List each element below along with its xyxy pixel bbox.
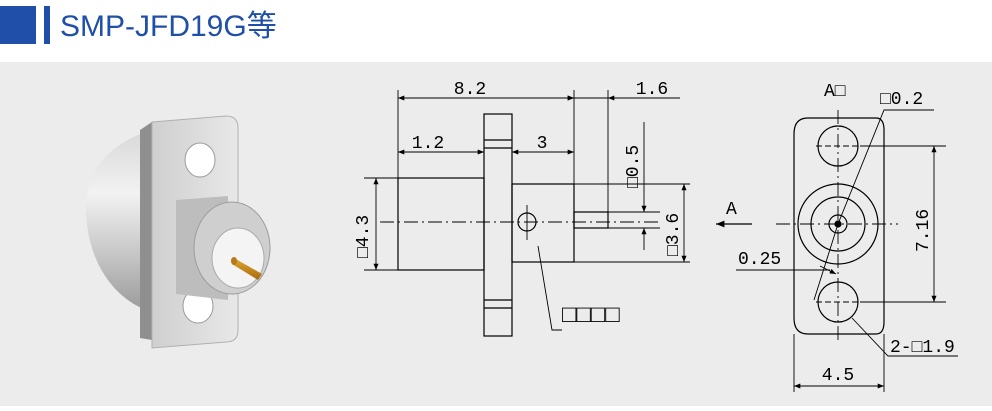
center-pin-tip xyxy=(231,257,237,265)
end-view-drawing xyxy=(716,109,958,392)
flange-end-outline xyxy=(793,117,885,335)
center-pin xyxy=(232,258,262,280)
pin-outline xyxy=(573,211,609,229)
dim-label-end-dia: □3.6 xyxy=(664,213,684,256)
page-title: SMP-JFD19G等 xyxy=(60,10,277,43)
body-outline xyxy=(397,177,485,271)
flange-edge xyxy=(140,122,152,340)
front-housing-outline xyxy=(511,183,575,263)
dim-label-left: 1.2 xyxy=(412,134,444,154)
front-view-drawing xyxy=(364,90,690,337)
end-view-labels: A□ □0.2 A 7.16 0.25 2-□1.9 4.5 xyxy=(726,82,955,386)
hole-dia-leader xyxy=(837,109,934,225)
front-view-labels: 8.2 1.6 1.2 3 □0.5 □4.3 □3.6 □□□□ xyxy=(354,80,684,330)
offset-arrow xyxy=(819,265,837,275)
dim-label-flange-end: 3 xyxy=(537,134,548,154)
hole-dia-leader xyxy=(813,223,839,301)
dim-label-pin-offset: □0.5 xyxy=(624,145,644,188)
dim-label-overall: 8.2 xyxy=(454,80,486,100)
section-marker: A xyxy=(726,200,737,220)
dim-label-hole-pitch: 7.16 xyxy=(914,209,934,252)
flange-outline xyxy=(483,113,513,337)
header-accent-block xyxy=(0,6,36,44)
connector-3d-render xyxy=(86,115,271,349)
dim-label-hole-dia: □0.2 xyxy=(880,90,923,110)
dim-label-offset: 0.25 xyxy=(738,250,781,270)
header-accent-bar xyxy=(44,6,50,44)
rear-body xyxy=(86,130,152,312)
mount-hole-leader xyxy=(851,317,958,357)
section-label: A□ xyxy=(824,82,846,102)
dim-label-mount-holes: 2-□1.9 xyxy=(890,338,955,358)
callout-leader xyxy=(537,245,562,331)
callout-label: □□□□ xyxy=(562,303,620,330)
header-graphic: SMP-JFD19G等 xyxy=(0,6,277,44)
dim-label-pin: 1.6 xyxy=(636,80,668,100)
mount-hole-top xyxy=(184,142,216,178)
drawing-panel: 8.2 1.6 1.2 3 □0.5 □4.3 □3.6 □□□□ xyxy=(0,62,992,406)
dim-label-flange-width: 4.5 xyxy=(822,366,854,386)
dim-label-body-dia: □4.3 xyxy=(354,215,374,258)
front-socket xyxy=(211,227,265,289)
drawing-canvas: 8.2 1.6 1.2 3 □0.5 □4.3 □3.6 □□□□ xyxy=(86,80,958,392)
page-header: SMP-JFD19G等 xyxy=(0,0,992,50)
